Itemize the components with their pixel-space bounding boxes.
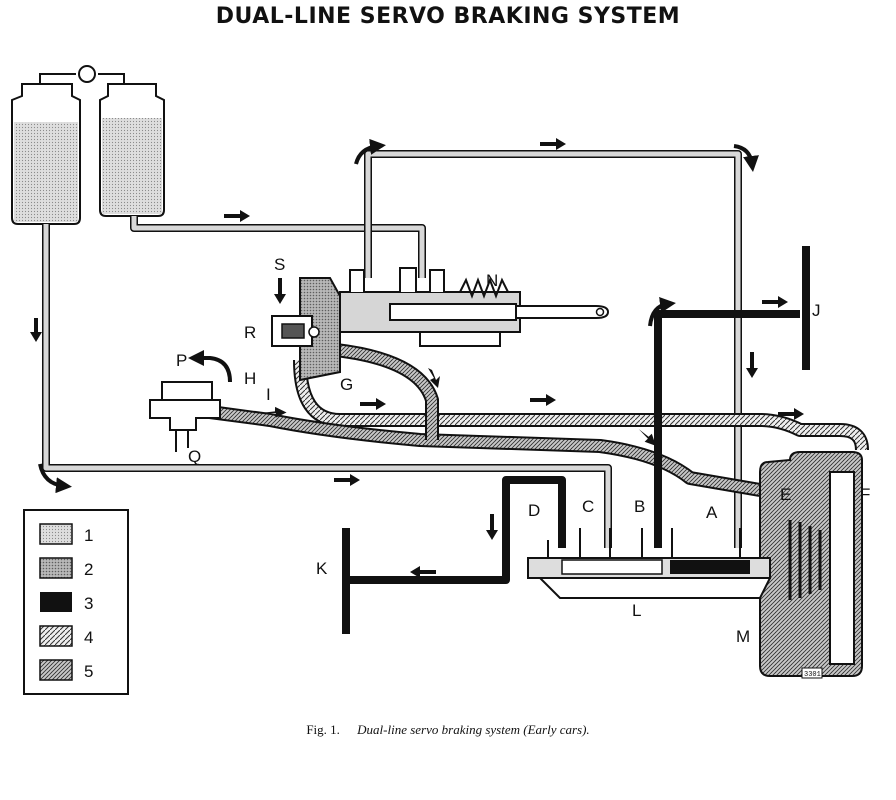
- label-S: S: [274, 255, 285, 274]
- label-C: C: [582, 497, 594, 516]
- key-label-1: 1: [84, 526, 93, 545]
- curved-arrows: [38, 138, 759, 494]
- hydraulic-lines: [209, 343, 869, 497]
- master-cylinder: [339, 267, 610, 347]
- servo-valve: [271, 277, 341, 382]
- label-R: R: [244, 323, 256, 342]
- figure-caption: Fig. 1. Dual-line servo braking system (…: [0, 722, 896, 738]
- reference-number: 3301: [804, 671, 821, 679]
- label-P: P: [176, 351, 187, 370]
- supply-pipe-left: [42, 224, 612, 548]
- reservoir-cap-sensor: [78, 65, 96, 83]
- legend-key: 1 2 3 4 5: [23, 509, 129, 695]
- key-label-4: 4: [84, 628, 93, 647]
- valve-PQ: [149, 350, 232, 452]
- label-H: H: [244, 369, 256, 388]
- label-F: F: [860, 485, 870, 504]
- supply-pipes: [42, 150, 742, 548]
- fluid-reservoirs: [11, 65, 165, 225]
- caption-note: (Early cars).: [523, 722, 590, 737]
- label-B: B: [634, 497, 645, 516]
- flow-arrows: [30, 138, 804, 578]
- caption-text: Dual-line servo braking system: [357, 722, 520, 737]
- label-A: A: [706, 503, 718, 522]
- part-labels: S R H I G P Q N J K D C B A E F L M: [176, 255, 870, 646]
- label-L: L: [632, 601, 641, 620]
- line-to-K: [346, 476, 566, 584]
- vent-arrow-P: [188, 350, 232, 383]
- key-label-2: 2: [84, 560, 93, 579]
- label-E: E: [780, 485, 791, 504]
- caption-figure-number: Fig. 1.: [306, 722, 340, 737]
- label-Q: Q: [188, 447, 201, 466]
- servo-unit: 3301: [759, 451, 863, 679]
- label-M: M: [736, 627, 750, 646]
- label-G: G: [340, 375, 353, 394]
- top-loop-pipe: [364, 150, 742, 548]
- label-I: I: [266, 385, 271, 404]
- pressure-lines: [342, 246, 810, 634]
- key-label-5: 5: [84, 662, 93, 681]
- key-label-3: 3: [84, 594, 93, 613]
- label-N: N: [486, 271, 498, 290]
- tandem-cylinder: [527, 528, 772, 599]
- push-rod: [515, 305, 610, 319]
- label-D: D: [528, 501, 540, 520]
- diagram-title: DUAL-LINE SERVO BRAKING SYSTEM: [215, 4, 681, 29]
- line-to-J: [654, 310, 800, 548]
- label-J: J: [812, 301, 821, 320]
- label-K: K: [316, 559, 328, 578]
